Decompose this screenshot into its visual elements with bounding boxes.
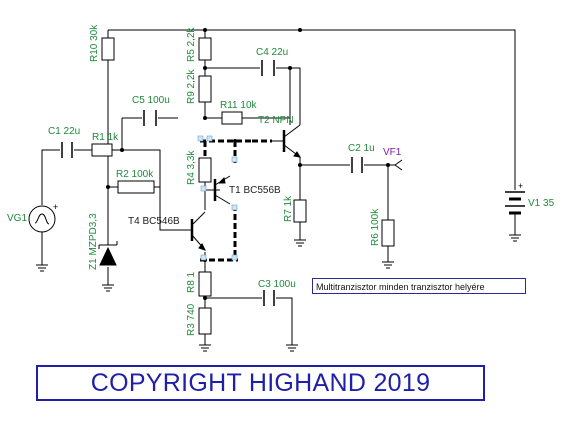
dashed-wires: [200, 139, 272, 262]
capacitor-c2: [351, 157, 363, 173]
capacitor-c1: [61, 142, 73, 158]
resistor-r2: [117, 180, 155, 194]
label-c1: C1 22u: [48, 126, 80, 137]
transistor-t1: [205, 175, 231, 205]
resistor-r1: [91, 143, 113, 157]
capacitors: [61, 60, 363, 306]
note-box: Multitranzisztor minden tranzisztor hely…: [312, 278, 526, 294]
label-r5: R5 2,2k: [186, 27, 197, 62]
label-r11: R11 10k: [220, 100, 258, 111]
label-c2: C2 1u: [348, 143, 375, 154]
label-c5: C5 100u: [132, 95, 170, 106]
resistor-r4: [198, 157, 212, 183]
resistor-r7: [293, 199, 307, 223]
resistor-r9: [198, 75, 212, 103]
component-labels: R10 30k R5 2,2k R9 2,2k C4 22u C5 100u R…: [7, 24, 555, 336]
label-r6: R6 100k: [370, 208, 381, 246]
label-vf1: VF1: [383, 147, 402, 158]
resistor-r11: [221, 111, 243, 125]
label-c4: C4 22u: [256, 47, 288, 58]
label-r2: R2 100k: [116, 169, 154, 180]
resistor-r5: [198, 37, 212, 61]
junctions: [106, 28, 390, 300]
ground-icon: [36, 264, 48, 272]
resistor-r8: [198, 271, 212, 297]
copyright-banner: COPYRIGHT HIGHAND 2019: [36, 365, 485, 401]
label-r9: R9 2,2k: [186, 69, 197, 104]
capacitor-c5: [143, 110, 157, 126]
label-t4: T4 BC546B: [128, 216, 180, 227]
label-r8: R8 1: [186, 271, 197, 293]
label-r3: R3 740: [186, 303, 197, 336]
pin-markers: [197, 135, 238, 261]
svg-text:+: +: [53, 202, 58, 212]
wires: [41, 29, 516, 345]
ground-symbols: [36, 234, 521, 352]
ground-icon: [294, 239, 306, 247]
ground-icon: [509, 234, 521, 242]
label-t2: T2 NPN: [258, 115, 294, 126]
battery-v1: +: [505, 181, 525, 215]
capacitor-c3: [263, 290, 275, 306]
label-r10: R10 30k: [89, 24, 100, 62]
zener-diode-z1: [98, 241, 118, 266]
label-r4: R4 3,3k: [186, 150, 197, 185]
ground-icon: [102, 284, 114, 292]
label-vg1: VG1: [7, 213, 27, 224]
label-r7: R7 1k: [283, 195, 294, 222]
resistor-r3: [198, 307, 212, 335]
ground-icon: [286, 344, 298, 352]
transistor-t2: [272, 100, 301, 160]
label-z1: Z1 MZPD3,3: [88, 213, 99, 270]
label-r1: R1 1k: [92, 132, 119, 143]
label-t1: T1 BC556B: [229, 185, 281, 196]
resistor-r6: [381, 219, 395, 247]
signal-generator-vg1: +: [28, 202, 58, 233]
capacitor-c4: [261, 60, 275, 76]
label-v1: V1 35: [528, 198, 555, 209]
probe-vf1: [394, 159, 403, 171]
label-c3: C3 100u: [258, 279, 296, 290]
svg-text:+: +: [518, 181, 523, 191]
ground-icon: [199, 344, 211, 352]
resistor-r10: [101, 37, 115, 61]
ground-icon: [382, 261, 394, 269]
transistor-t4: [185, 211, 206, 251]
resistors: [91, 37, 395, 335]
